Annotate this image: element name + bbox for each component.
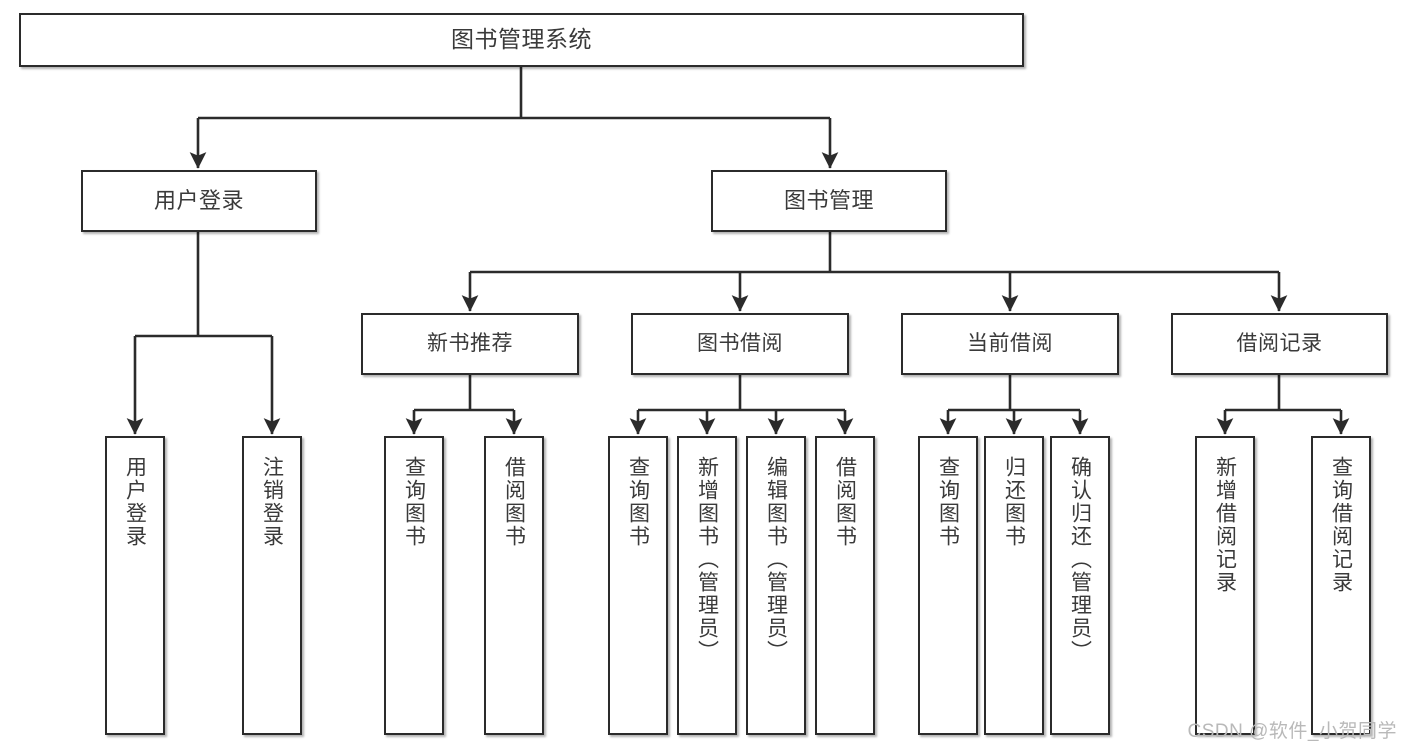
node-leaf-add-book[interactable]: 新增图书（管理员） bbox=[677, 436, 737, 735]
node-leaf-query-record-label: 查询借阅记录 bbox=[1329, 456, 1353, 594]
node-user-login-label: 用户登录 bbox=[153, 188, 244, 214]
node-borrow-record[interactable]: 借阅记录 bbox=[1171, 313, 1388, 375]
node-current-borrow-label: 当前借阅 bbox=[967, 331, 1053, 355]
node-new-book-recommend[interactable]: 新书推荐 bbox=[361, 313, 579, 375]
node-leaf-query-book-2[interactable]: 查询图书 bbox=[608, 436, 668, 735]
node-leaf-query-book-1[interactable]: 查询图书 bbox=[384, 436, 444, 735]
node-leaf-query-record[interactable]: 查询借阅记录 bbox=[1311, 436, 1371, 735]
node-leaf-query-book-2-label: 查询图书 bbox=[626, 456, 650, 548]
node-leaf-borrow-book-2-label: 借阅图书 bbox=[833, 456, 857, 548]
node-leaf-confirm-return-label: 确认归还（管理员） bbox=[1068, 456, 1092, 663]
node-leaf-query-book-3[interactable]: 查询图书 bbox=[918, 436, 978, 735]
node-book-manage[interactable]: 图书管理 bbox=[711, 170, 947, 232]
node-leaf-return-book-label: 归还图书 bbox=[1002, 456, 1026, 548]
node-leaf-edit-book-label: 编辑图书（管理员） bbox=[764, 456, 788, 663]
node-leaf-add-book-label: 新增图书（管理员） bbox=[695, 456, 719, 663]
node-leaf-return-book[interactable]: 归还图书 bbox=[984, 436, 1044, 735]
node-leaf-confirm-return[interactable]: 确认归还（管理员） bbox=[1050, 436, 1110, 735]
node-leaf-user-login[interactable]: 用户登录 bbox=[105, 436, 165, 735]
node-user-login[interactable]: 用户登录 bbox=[81, 170, 317, 232]
node-book-borrow-label: 图书借阅 bbox=[697, 331, 783, 355]
node-leaf-query-book-3-label: 查询图书 bbox=[936, 456, 960, 548]
node-book-manage-label: 图书管理 bbox=[783, 188, 874, 214]
node-book-borrow[interactable]: 图书借阅 bbox=[631, 313, 849, 375]
node-leaf-borrow-book-1-label: 借阅图书 bbox=[502, 456, 526, 548]
node-leaf-borrow-book-1[interactable]: 借阅图书 bbox=[484, 436, 544, 735]
node-new-book-recommend-label: 新书推荐 bbox=[427, 331, 513, 355]
node-borrow-record-label: 借阅记录 bbox=[1236, 331, 1323, 355]
node-root-label: 图书管理系统 bbox=[451, 26, 592, 53]
node-leaf-query-book-1-label: 查询图书 bbox=[402, 456, 426, 548]
node-leaf-user-login-label: 用户登录 bbox=[123, 456, 147, 548]
node-root[interactable]: 图书管理系统 bbox=[19, 13, 1024, 67]
node-current-borrow[interactable]: 当前借阅 bbox=[901, 313, 1119, 375]
node-leaf-logout-login-label: 注销登录 bbox=[260, 456, 284, 548]
node-leaf-add-record-label: 新增借阅记录 bbox=[1213, 456, 1237, 594]
node-leaf-add-record[interactable]: 新增借阅记录 bbox=[1195, 436, 1255, 735]
node-leaf-borrow-book-2[interactable]: 借阅图书 bbox=[815, 436, 875, 735]
node-leaf-edit-book[interactable]: 编辑图书（管理员） bbox=[746, 436, 806, 735]
node-leaf-logout-login[interactable]: 注销登录 bbox=[242, 436, 302, 735]
